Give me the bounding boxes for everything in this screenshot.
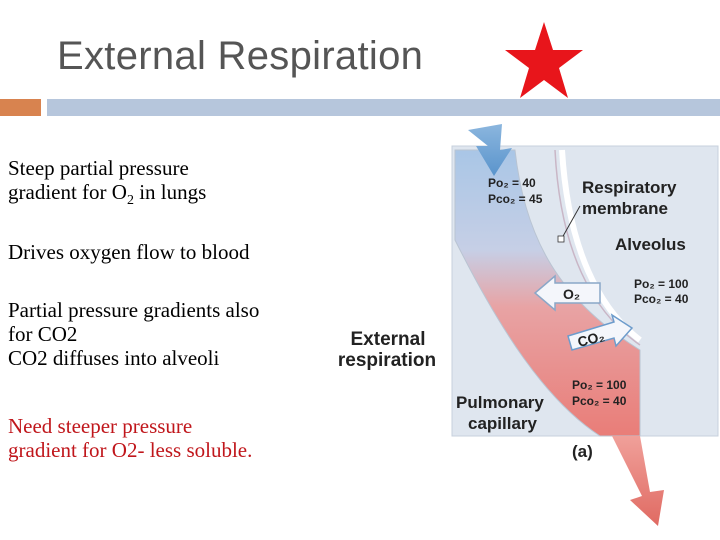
respiratory-membrane-label-1: Respiratory: [582, 178, 677, 197]
pointer-marker: [557, 235, 565, 243]
bullet-text: gradient for O: [8, 180, 127, 204]
respiratory-membrane-label-2: membrane: [582, 199, 668, 218]
o2-diffusion-arrow: [533, 274, 601, 312]
capillary-pco2-label: Pco₂ = 40: [572, 394, 627, 408]
bullet-text: gradient for O2- less soluble.: [8, 438, 253, 462]
top-pco2-label: Pco₂ = 45: [488, 192, 543, 206]
pulmonary-label-1: Pulmonary: [456, 393, 544, 412]
bullet-text: for CO2: [8, 322, 78, 346]
alveolus-pco2-label: Pco₂ = 40: [634, 292, 689, 306]
bullet-text: Partial pressure gradients also: [8, 298, 260, 322]
bullet-text: Need steeper pressure: [8, 414, 193, 438]
capillary-po2-label: Po₂ = 100: [572, 378, 627, 392]
alveolus-label: Alveolus: [615, 235, 686, 254]
bullet-drives-oxygen: Drives oxygen flow to blood: [8, 240, 249, 264]
bullet-steep-gradient: Steep partial pressure gradient for O2 i…: [8, 156, 206, 213]
alveolus-po2-label: Po₂ = 100: [634, 277, 689, 291]
star-icon: [505, 22, 583, 98]
top-po2-label: Po₂ = 40: [488, 176, 536, 190]
external-respiration-diagram: External respiration Po₂ = 40 Pco₂ = 45 …: [338, 124, 719, 526]
bullet-text: Drives oxygen flow to blood: [8, 240, 250, 264]
bullet-text: Steep partial pressure: [8, 156, 189, 180]
o2-label: O₂: [563, 286, 580, 302]
subscript: 2: [126, 193, 134, 209]
accent-bar-orange: [0, 99, 41, 116]
bullet-text: in lungs: [133, 180, 207, 204]
co2-label: CO₂: [576, 328, 606, 350]
bullet-text: CO2 diffuses into alveoli: [8, 346, 220, 370]
blood-in-arrow: [468, 124, 512, 176]
accent-bar-blue: [47, 99, 720, 116]
side-label-line1: External: [351, 329, 426, 350]
pulmonary-label-2: capillary: [468, 414, 538, 433]
co2-diffusion-arrow: [567, 313, 634, 351]
panel-label: (a): [572, 442, 593, 461]
blood-out-arrow: [612, 436, 664, 526]
slide-title: External Respiration: [57, 34, 424, 78]
bullet-steeper-gradient: Need steeper pressure gradient for O2- l…: [8, 414, 252, 462]
pointer-line: [561, 205, 581, 239]
bullet-co2-gradients: Partial pressure gradients also for CO2 …: [8, 298, 259, 370]
side-label-line2: respiration: [338, 350, 436, 371]
